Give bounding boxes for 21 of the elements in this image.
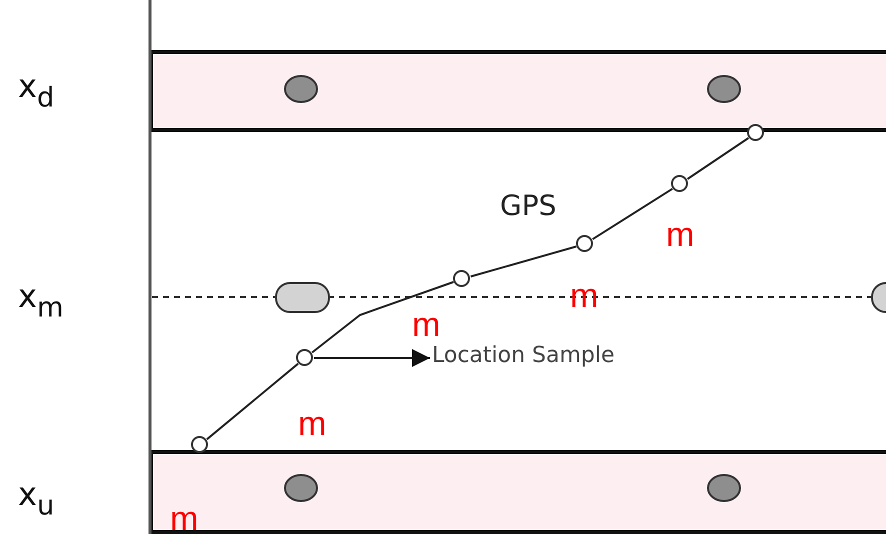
marker-letter: m — [298, 407, 326, 441]
marker-letter: m — [570, 279, 598, 313]
trajectory-line — [206, 362, 299, 440]
axis-label: x$_{u}$ — [18, 478, 54, 520]
location-point — [453, 270, 470, 287]
trajectory-line — [311, 281, 454, 354]
trajectory-line — [686, 137, 750, 180]
trajectory-line — [470, 246, 577, 278]
location-point — [191, 436, 208, 453]
location-point — [576, 235, 593, 252]
location-point — [671, 175, 688, 192]
location-point — [296, 349, 313, 366]
marker-letter: m — [666, 218, 694, 252]
callout-text: Location Sample — [432, 343, 615, 369]
marker-letter: m — [412, 308, 440, 342]
axis-label: x$_{m}$ — [18, 280, 64, 322]
trajectory-line — [592, 188, 673, 240]
trajectory-label: GPS — [500, 192, 556, 220]
marker-letter: m — [170, 502, 198, 534]
axis-label: x$_{d}$ — [18, 70, 54, 112]
arrow — [314, 349, 430, 367]
